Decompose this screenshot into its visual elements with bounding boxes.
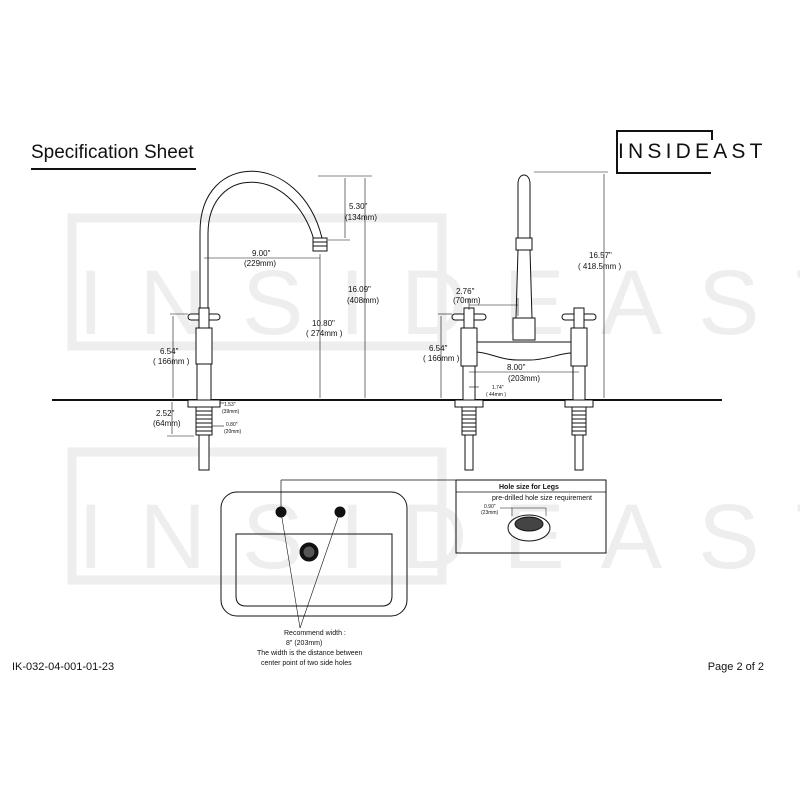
sink-outer-rim [220, 491, 408, 617]
shank-right [571, 406, 587, 436]
sink-note-line4: center point of two side holes [261, 660, 352, 667]
dim-flange-dia-mm: (39mm) [222, 409, 240, 415]
dim-front-handle-height-mm: ( 166mm ) [423, 354, 460, 363]
sink-note-line1: Recommend width : [284, 630, 346, 637]
hole-panel-title: Hole size for Legs [499, 484, 559, 491]
valve-body-left [460, 327, 478, 367]
dim-hole-dia: 0.90" [484, 504, 496, 510]
tail-right [574, 434, 584, 471]
logo-text: INSIDEAST [618, 140, 767, 163]
shank-left [461, 406, 477, 436]
front-view-dimensions [438, 171, 608, 398]
dim-spout-clearance: 10.80" [312, 319, 335, 328]
hole-panel-frame [455, 479, 607, 554]
spout-riser [515, 249, 533, 319]
tail-left [464, 434, 474, 471]
page-number: Page 2 of 2 [707, 661, 764, 673]
hole-opening [514, 516, 544, 532]
dim-shank-dia: 0.80" [226, 422, 238, 428]
title-underline [31, 168, 196, 170]
watermark-top: INSIDEAST [78, 252, 800, 354]
dim-leg-dia: 1.74" [492, 385, 504, 391]
dim-handle-height: 6.54" [160, 347, 179, 356]
dim-overall-height-mm: (408mm) [347, 296, 379, 305]
dim-hole-dia-mm: (23mm) [481, 510, 499, 516]
hole-panel-subtitle: pre-drilled hole size requirement [492, 495, 592, 502]
sink-top-view [220, 479, 456, 629]
flange-left [454, 399, 484, 408]
gooseneck-inner [207, 181, 315, 318]
dim-shank-dia-mm: (20mm) [224, 429, 242, 435]
watermark-bottom: INSIDEAST [78, 486, 800, 588]
sink-note-line2: 8" (203mm) [286, 640, 322, 647]
side-view-dimensions [167, 175, 372, 437]
dim-front-overall-height-mm: ( 418.5mm ) [578, 262, 621, 271]
dim-overall-height: 16.09" [348, 285, 371, 294]
sink-basin [235, 533, 393, 607]
watermark-frame-top [67, 213, 447, 351]
aerator [312, 237, 328, 252]
dim-spout-clearance-mm: ( 274mm ) [306, 329, 343, 338]
dim-centers: 8.00" [507, 363, 526, 372]
spout-collar [515, 237, 533, 251]
front-view-faucet [451, 174, 597, 471]
gooseneck-outer [199, 170, 323, 318]
hole-size-panel [455, 479, 607, 554]
spout-column [517, 174, 531, 238]
dim-spout-height-mm: (134mm) [345, 213, 377, 222]
dim-spout-height: 5.30" [349, 202, 368, 211]
threaded-shank [195, 406, 213, 436]
dim-leg-dia-mm: ( 44mm ) [486, 392, 506, 398]
bridge-body [475, 341, 585, 361]
mount-flange [187, 399, 221, 408]
page-title: Specification Sheet [31, 142, 194, 163]
dim-spout-reach-mm: (229mm) [244, 259, 276, 268]
document-id: IK-032-04-001-01-23 [12, 661, 115, 673]
dim-front-overall-height: 16.57" [589, 251, 612, 260]
faucet-stem [196, 363, 212, 401]
leg-right [572, 365, 586, 401]
spout-base [512, 317, 536, 341]
dim-handle-height-mm: ( 166mm ) [153, 357, 190, 366]
leg-left [462, 365, 476, 401]
watermark-group: INSIDEAST INSIDEAST [67, 213, 800, 588]
handle-hub [198, 307, 210, 329]
dim-handle-offset: 2.76" [456, 287, 475, 296]
dim-handle-offset-mm: (70mm) [453, 296, 481, 305]
valve-body [195, 327, 213, 365]
dim-shank-length: 2.52" [156, 409, 175, 418]
logo-frame [616, 130, 713, 174]
supply-tail [198, 434, 210, 471]
sink-note-line3: The width is the distance between [257, 650, 363, 657]
valve-body-right [570, 327, 588, 367]
side-view-faucet [187, 170, 328, 471]
flange-right [564, 399, 594, 408]
dim-front-handle-height: 6.54" [429, 344, 448, 353]
dim-flange-dia: 1.53" [224, 402, 236, 408]
watermark-frame-bottom [67, 447, 447, 585]
dim-spout-reach: 9.00" [252, 249, 271, 258]
dim-shank-length-mm: (64mm) [153, 419, 181, 428]
dim-centers-mm: (203mm) [508, 374, 540, 383]
